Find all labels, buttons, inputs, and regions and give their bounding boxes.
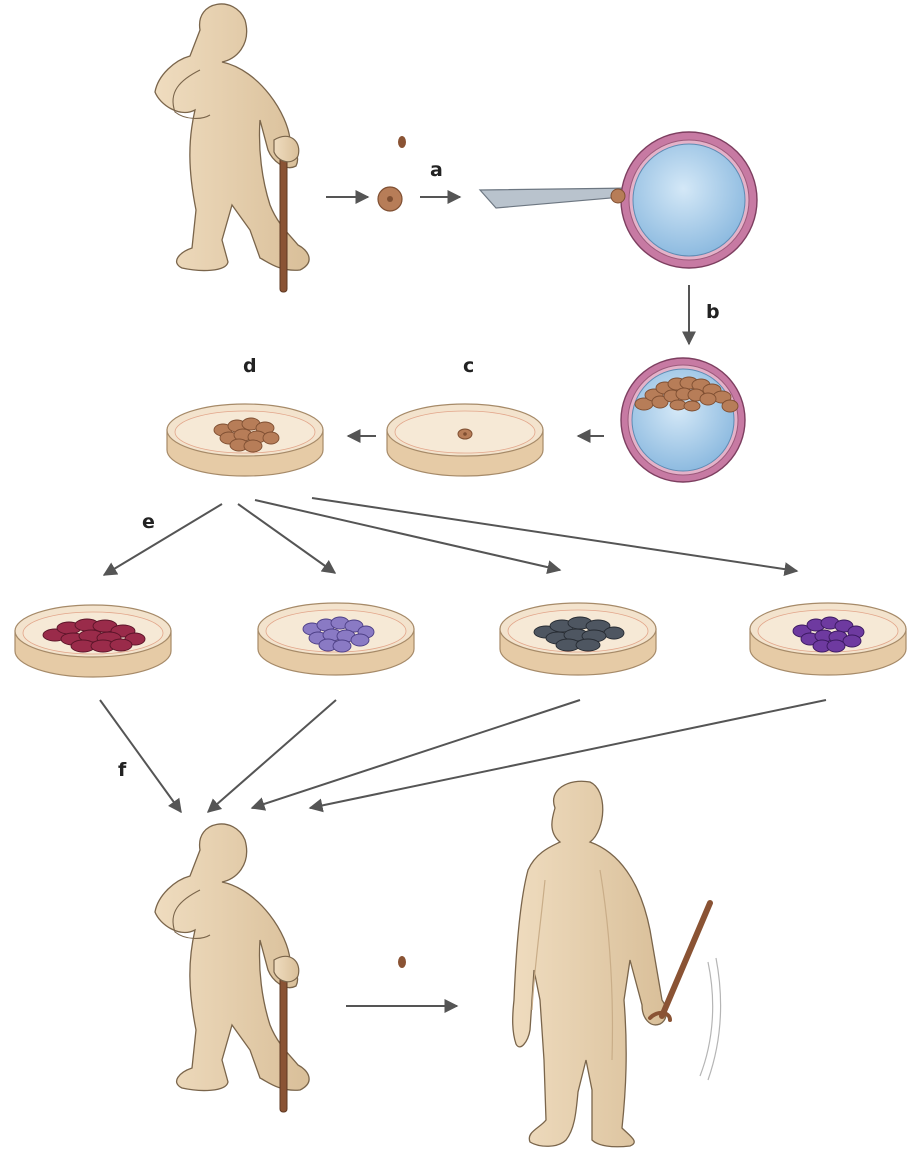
arrow-e-to-dish-3: [255, 500, 560, 570]
step-label-c: c: [463, 355, 474, 377]
step-label-a: a: [430, 159, 443, 181]
culture-dish-slate: [500, 603, 656, 675]
step-label-f: f: [118, 759, 127, 781]
culture-dish-red: [15, 605, 171, 677]
donor-nucleus-icon: [611, 189, 625, 203]
culture-dish-purple: [750, 603, 906, 675]
treated-patient-figure: [155, 824, 406, 1112]
culture-dish-lavender: [258, 603, 414, 675]
culture-dish-c: [387, 404, 543, 476]
step-label-e: e: [142, 511, 155, 533]
elderly-patient-figure: [155, 4, 406, 292]
arrow-f-from-dish-3: [252, 700, 580, 808]
recovered-patient-figure: [513, 781, 667, 1147]
arrow-e-to-dish-4: [312, 498, 797, 571]
step-label-b: b: [706, 301, 720, 323]
arrow-f-from-dish-1: [100, 700, 181, 812]
culture-dish-d: [167, 404, 323, 476]
step-label-d: d: [243, 355, 257, 377]
arrow-f-from-dish-2: [208, 700, 336, 812]
blastocyst: [621, 358, 745, 482]
somatic-cell-icon: [378, 187, 402, 211]
motion-lines: [700, 958, 721, 1080]
oocyte-nuclear-transfer: [611, 132, 757, 268]
arrow-e-to-dish-1: [104, 504, 222, 575]
